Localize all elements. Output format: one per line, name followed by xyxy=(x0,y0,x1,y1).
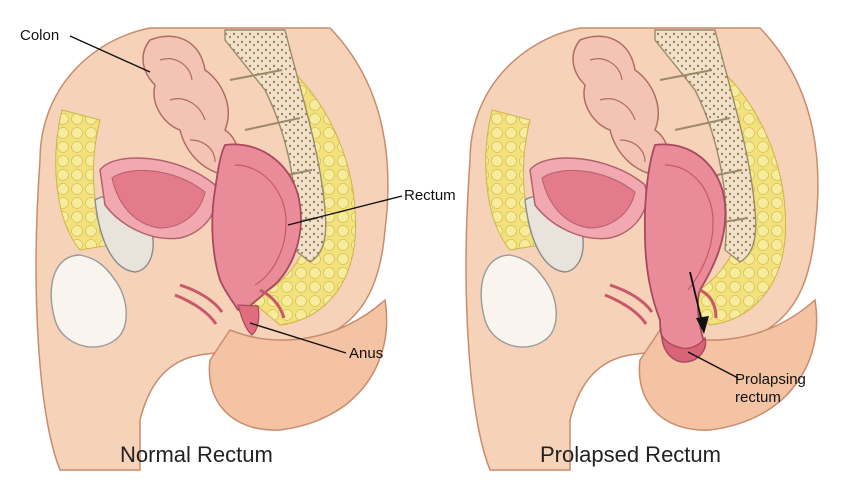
prolapsed-genital-outline xyxy=(480,254,557,348)
caption-prolapsed: Prolapsed Rectum xyxy=(540,442,721,467)
label-anus: Anus xyxy=(349,345,383,362)
prolapsed-sacrum-bone xyxy=(654,29,757,263)
prolapsed-buttock xyxy=(638,298,818,431)
label-prolapsing-line2: rectum xyxy=(735,389,781,406)
prolapse-direction-arrow-icon xyxy=(689,271,709,334)
normal-sphincter-muscles xyxy=(174,283,286,325)
prolapsed-rectum-illustration xyxy=(465,27,819,471)
caption-normal: Normal Rectum xyxy=(120,442,273,467)
label-colon: Colon xyxy=(20,27,59,44)
normal-rectum-illustration xyxy=(35,27,389,471)
normal-buttock xyxy=(208,298,388,431)
prolapsed-sphincter-muscles xyxy=(604,283,718,325)
normal-anus xyxy=(237,304,260,336)
label-rectum: Rectum xyxy=(404,187,456,204)
normal-genital-outline xyxy=(50,254,127,348)
label-prolapsing-line1: Prolapsing xyxy=(735,371,806,388)
